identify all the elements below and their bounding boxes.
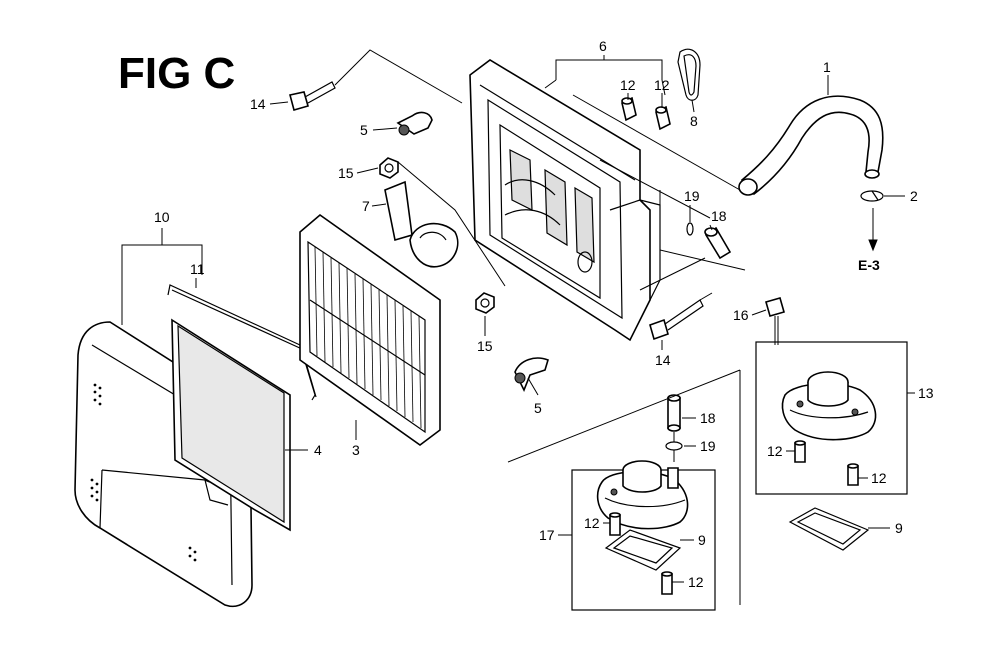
part-15-nut-top — [379, 157, 399, 179]
part-1-tube — [738, 95, 884, 196]
part-12-collar-bottom-a — [609, 512, 621, 536]
callout-1: 1 — [823, 59, 831, 75]
callout-9-right: 9 — [895, 520, 903, 536]
callout-7: 7 — [362, 198, 370, 214]
part-12-collar-right-a — [794, 440, 806, 463]
reference-label: E-3 — [858, 257, 880, 273]
callout-6: 6 — [599, 38, 607, 54]
leader-lines — [121, 49, 915, 605]
part-12-collar-top-a — [621, 96, 637, 122]
callout-15-top: 15 — [338, 165, 354, 181]
callout-14-bottom: 14 — [655, 352, 671, 368]
part-18-collar-bottom — [667, 394, 681, 432]
part-5-clip-top — [396, 111, 433, 136]
part-19-oring-bottom — [665, 441, 683, 451]
callout-12-bottom-b: 12 — [688, 574, 704, 590]
callout-labels: 1 2 3 4 5 5 6 7 8 9 9 10 11 12 12 12 12 … — [154, 38, 934, 590]
part-14-bolt-top — [289, 81, 336, 111]
callout-15-bottom: 15 — [477, 338, 493, 354]
part-19-oring-right — [686, 222, 694, 236]
callout-18-bottom: 18 — [700, 410, 716, 426]
part-9-gasket-right — [788, 507, 870, 551]
part-14-bolt-bottom — [649, 299, 704, 341]
callout-19-right: 19 — [684, 188, 700, 204]
part-16-bolt — [765, 297, 785, 345]
part-8-gasket — [677, 48, 701, 101]
part-4-prefilter — [171, 318, 291, 532]
callout-4: 4 — [314, 442, 322, 458]
part-12-collar-right-b — [847, 463, 859, 486]
part-5-clip-bottom — [514, 357, 549, 392]
callout-14-top: 14 — [250, 96, 266, 112]
part-12-collar-bottom-b — [661, 571, 673, 595]
part-9-gasket-bottom — [604, 529, 682, 571]
callout-9-bottom: 9 — [698, 532, 706, 548]
callout-16: 16 — [733, 307, 749, 323]
callout-5-top: 5 — [360, 122, 368, 138]
callout-17: 17 — [539, 527, 555, 543]
callout-12-top-a: 12 — [620, 77, 636, 93]
callout-5-bottom: 5 — [534, 400, 542, 416]
part-3-paper-element — [299, 213, 441, 446]
part-12-collar-top-b — [655, 105, 671, 131]
part-7-bracket — [384, 180, 459, 268]
figure-title: FIG C — [118, 49, 235, 98]
callout-3: 3 — [352, 442, 360, 458]
callout-12-bottom-a: 12 — [584, 515, 600, 531]
part-13-elbow-assembly — [755, 341, 908, 495]
callout-11: 11 — [190, 261, 205, 277]
part-18-collar-right — [704, 226, 732, 260]
callout-10: 10 — [154, 209, 170, 225]
callout-19-bottom: 19 — [700, 438, 716, 454]
callout-12-right-b: 12 — [871, 470, 887, 486]
callout-12-right-a: 12 — [767, 443, 783, 459]
callout-8: 8 — [690, 113, 698, 129]
part-15-nut-bottom — [475, 292, 495, 314]
callout-2: 2 — [910, 188, 918, 204]
part-2-clamp — [860, 190, 884, 202]
callout-13: 13 — [918, 385, 934, 401]
callout-18-right: 18 — [711, 208, 727, 224]
part-6-case — [469, 59, 661, 342]
callout-12-top-b: 12 — [654, 77, 670, 93]
